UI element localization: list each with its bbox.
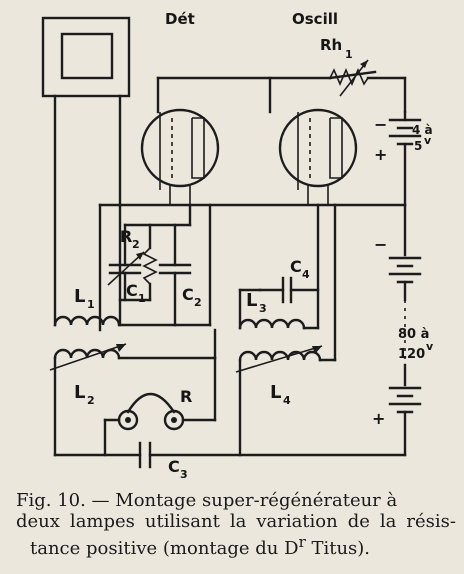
caption-line-3-sup: r — [298, 533, 306, 551]
label-bat1-value: 5 — [414, 139, 422, 153]
label-bat2-range: 80 à — [398, 327, 429, 342]
coil-l2 — [49, 328, 217, 457]
label-l3: L — [246, 290, 257, 311]
capacitor-c2 — [158, 263, 192, 327]
label-r2: R — [120, 227, 132, 246]
headphones — [103, 356, 217, 457]
label-l2: L — [74, 382, 85, 403]
variable-capacitor-c1 — [107, 251, 145, 302]
label-bat2-plus: + — [372, 409, 385, 428]
label-l4-sub: 4 — [283, 394, 291, 407]
battery-low-tension — [388, 110, 422, 207]
label-c1: C — [126, 281, 138, 300]
oscillator-lamp — [278, 108, 358, 205]
label-l2-sub: 2 — [87, 394, 95, 407]
label-headphones: R — [180, 387, 192, 406]
label-rh-sub: 1 — [345, 48, 353, 61]
label-bat1-plus: + — [374, 145, 387, 164]
label-l4: L — [270, 382, 281, 403]
caption-line-1: Fig. 10. — Montage super-régénérateur à — [16, 490, 398, 511]
label-l1: L — [74, 286, 85, 307]
label-l3-sub: 3 — [259, 302, 267, 315]
label-c3-sub: 3 — [180, 468, 188, 481]
coil-l4 — [235, 203, 337, 457]
caption-line-3: tance positive (montage du Dr Titus). — [16, 532, 456, 559]
label-bat2-unit: v — [426, 340, 434, 353]
label-c2-sub: 2 — [194, 296, 202, 309]
frame-antenna — [41, 16, 131, 98]
battery-high-tension — [388, 203, 422, 457]
figure-caption: Fig. 10. — Montage super-régénérateur à … — [16, 490, 456, 559]
capacitor-c3 — [138, 441, 152, 469]
caption-line-3-start: tance positive (montage du D — [30, 538, 299, 559]
caption-line-3-end: Titus). — [305, 538, 371, 559]
label-c3: C — [168, 457, 180, 476]
label-bat1-minus: − — [374, 115, 387, 134]
label-c4: C — [290, 257, 302, 276]
label-c1-sub: 1 — [138, 292, 146, 305]
label-oscill: Oscill — [292, 10, 338, 28]
label-det: Dét — [165, 10, 195, 28]
caption-line-2: deux lampes utilisant la variation de la… — [16, 511, 456, 532]
label-l1-sub: 1 — [87, 298, 95, 311]
label-c2: C — [182, 285, 194, 304]
label-c4-sub: 4 — [302, 268, 310, 281]
coil-l3 — [238, 318, 320, 330]
rheostat-rh1 — [329, 59, 407, 114]
label-bat2-minus: − — [374, 235, 387, 254]
label-rh: Rh — [320, 36, 342, 54]
label-bat1-range: 4 à — [412, 123, 433, 137]
capacitor-c4 — [258, 276, 320, 304]
resistor-r2 — [142, 247, 158, 302]
label-bat1-unit: v — [424, 134, 432, 147]
detector-lamp — [140, 108, 220, 205]
label-r2-sub: 2 — [132, 238, 140, 251]
label-bat2-value: 120 — [398, 347, 425, 362]
coil-l1 — [53, 203, 212, 327]
